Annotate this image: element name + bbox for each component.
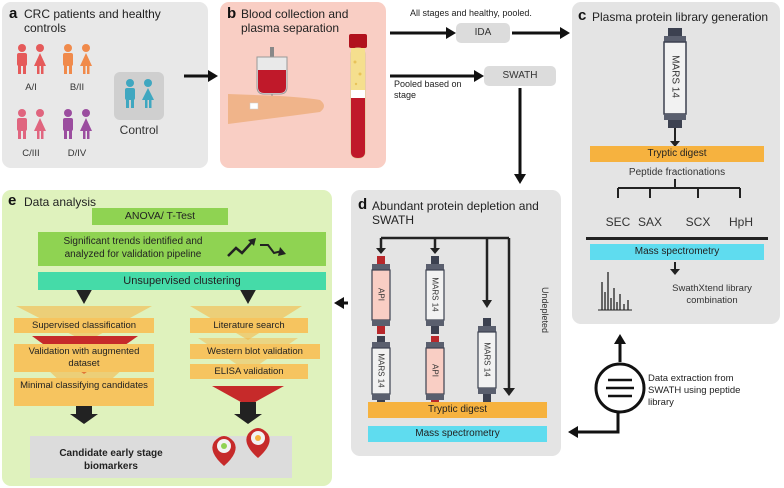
data-extraction-icon	[594, 362, 646, 414]
panel-b-title: Blood collection and plasma separation	[241, 7, 349, 35]
mass-spectrometry-bar: Mass spectrometry	[590, 244, 764, 260]
stage-c-people-icon	[17, 109, 46, 139]
panel-d-title: Abundant protein depletion and SWATH	[372, 199, 539, 227]
trends-box	[38, 232, 326, 266]
panel-c-graphics	[586, 28, 768, 311]
panel-e: e Data analysis ANOVA/ T-Test Significan…	[2, 190, 332, 486]
stage-label: B/II	[69, 82, 85, 93]
mass-spectrometry-bar: Mass spectrometry	[368, 426, 547, 442]
minimal-candidates-box: Minimal classifying candidates	[14, 378, 154, 406]
tryptic-digest-bar: Tryptic digest	[590, 146, 764, 162]
column-label: MARS 14	[482, 342, 492, 377]
blood-tube-icon	[349, 34, 367, 159]
tryptic-digest-bar: Tryptic digest	[368, 402, 547, 418]
panel-d-letter: d	[358, 196, 368, 213]
method-label: SCX	[685, 215, 711, 229]
clustering-bar: Unsupervised clustering	[38, 272, 326, 290]
literature-search-box: Literature search	[190, 318, 308, 333]
mars14-column-label: MARS 14	[669, 55, 681, 98]
patient-icons	[17, 44, 164, 139]
panel-d: d Abundant protein depletion and SWATH	[351, 190, 561, 456]
column-label: API	[376, 288, 386, 301]
method-label: SEC	[605, 215, 631, 229]
arrow-d-to-e	[334, 297, 348, 309]
result-label: Candidate early stage biomarkers	[59, 448, 163, 472]
column-label: MARS 14	[430, 277, 440, 312]
trend-up-icon	[227, 238, 256, 257]
extraction-label: Data extraction from SWATH using peptide…	[648, 373, 741, 408]
arrow-swath-to-d	[514, 88, 526, 184]
panel-e-letter: e	[8, 192, 17, 209]
control-box	[114, 72, 164, 120]
blood-collection-illustration	[228, 34, 367, 159]
elisa-box: ELISA validation	[190, 364, 308, 379]
arrow-extraction-to-d	[568, 410, 620, 438]
ida-note: All stages and healthy, pooled.	[410, 8, 532, 18]
spectrum-icon	[598, 272, 632, 311]
map-pin-icon	[212, 436, 236, 466]
biomarker-pins	[212, 428, 270, 466]
undepleted-label: Undepleted	[540, 286, 550, 334]
arrow-extraction-to-c	[614, 334, 626, 362]
panel-b: b Blood collection and plasma separation	[220, 2, 386, 168]
trend-down-icon	[260, 244, 286, 256]
map-pin-icon	[246, 428, 270, 458]
validation-box: Validation with augmented dataset	[14, 344, 154, 372]
panel-c-title: Plasma protein library generation	[592, 10, 769, 24]
column-label: MARS 14	[376, 353, 386, 388]
stage-d-people-icon	[63, 109, 92, 139]
panel-c: c Plasma protein library generation MARS…	[572, 2, 780, 324]
anova-bar: ANOVA/ T-Test	[92, 208, 228, 225]
control-label: Control	[119, 123, 159, 137]
stage-label: A/I	[25, 82, 37, 93]
stage-b-people-icon	[63, 44, 92, 74]
ida-pill: IDA	[456, 23, 510, 43]
stage-a-people-icon	[17, 44, 46, 74]
panel-a: a CRC patients and healthy controls A/I …	[2, 2, 208, 168]
fractionation-tree	[617, 179, 741, 198]
method-label: SAX	[637, 215, 662, 229]
fractionation-label: Peptide fractionations	[628, 167, 726, 178]
panel-e-title: Data analysis	[24, 195, 97, 209]
column-label: API	[430, 364, 440, 377]
panel-c-letter: c	[578, 7, 587, 24]
panel-d-graphics	[371, 236, 515, 406]
stage-label: C/III	[22, 148, 40, 159]
arrow-b-to-ida	[390, 27, 456, 39]
trends-label: Significant trends identified and analyz…	[63, 236, 203, 260]
column-icon	[371, 256, 391, 406]
arm-icon	[228, 94, 324, 124]
column-icon	[477, 318, 497, 402]
control-people-icon	[125, 79, 154, 108]
stage-label: D/IV	[67, 148, 87, 159]
column-icon	[425, 256, 445, 406]
library-combination-label: SwathXtend library combination	[672, 283, 752, 306]
swath-note: Pooled based on stage	[394, 79, 462, 100]
arrow-ida-to-c	[512, 27, 570, 39]
panel-b-letter: b	[227, 5, 237, 22]
panel-a-letter: a	[9, 5, 18, 22]
supervised-classification-box: Supervised classification	[14, 318, 154, 333]
method-label: HpH	[728, 215, 753, 229]
panel-a-title: CRC patients and healthy controls	[24, 7, 161, 35]
mars14-column-icon	[663, 28, 687, 128]
western-blot-box: Western blot validation	[190, 344, 320, 359]
swath-pill: SWATH	[484, 66, 556, 86]
